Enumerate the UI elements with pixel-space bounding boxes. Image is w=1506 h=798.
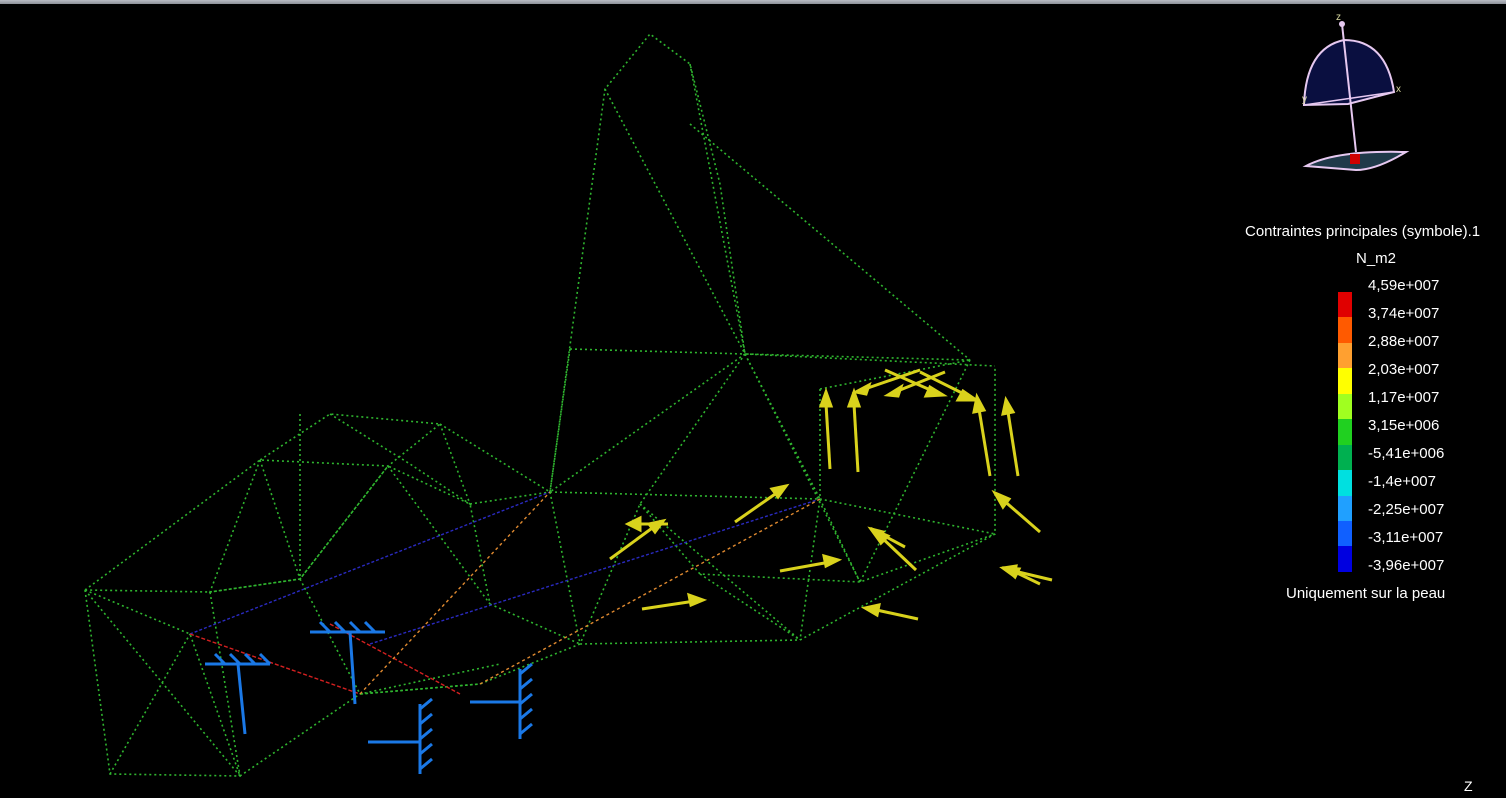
compass-x-label: x (1396, 84, 1401, 95)
legend-note: Uniquement sur la peau (1286, 585, 1446, 602)
scale-value-label: 3,74e+007 (1368, 305, 1440, 322)
compass-y-label: y (1302, 94, 1307, 105)
orientation-compass[interactable]: z x y (1296, 10, 1412, 176)
scale-value-label: -3,11e+007 (1368, 529, 1444, 546)
compass-handle[interactable] (1350, 154, 1360, 164)
scale-color-3 (1338, 368, 1352, 394)
legend-unit: N_m2 (1356, 250, 1397, 267)
scale-color-9 (1338, 520, 1352, 547)
colored-members (189, 491, 821, 695)
3d-viewport[interactable] (0, 4, 1506, 798)
scale-value-label: -2,25e+007 (1368, 501, 1445, 518)
scale-color-8 (1338, 495, 1352, 521)
load-arrows (609, 368, 1053, 621)
clamp-constraints (205, 620, 533, 774)
frame-model (84, 32, 1053, 777)
legend-title: Contraintes principales (symbole).1 (1245, 223, 1481, 240)
scale-color-6 (1338, 444, 1352, 471)
scale-color-10 (1338, 546, 1352, 572)
stress-legend: Contraintes principales (symbole).1 N_m2… (1230, 222, 1506, 612)
color-scale-bar (1338, 292, 1352, 572)
scale-color-4 (1338, 393, 1352, 420)
scale-value-label: 2,03e+007 (1368, 361, 1440, 378)
compass-z-axis (1341, 23, 1357, 153)
scale-color-2 (1338, 342, 1352, 369)
compass-widget[interactable]: z x y (1296, 10, 1412, 176)
window-top-strip (0, 0, 1506, 4)
scale-color-0 (1338, 292, 1352, 318)
scale-value-label: -5,41e+006 (1368, 445, 1445, 462)
scale-color-5 (1338, 419, 1352, 445)
corner-axis-label: Z (1464, 778, 1473, 794)
scale-value-label: 2,88e+007 (1368, 333, 1440, 350)
scale-color-7 (1338, 470, 1352, 496)
scale-color-1 (1338, 317, 1352, 343)
scale-value-label: -1,4e+007 (1368, 473, 1436, 490)
scale-value-label: 1,17e+007 (1368, 389, 1440, 406)
scale-value-label: -3,96e+007 (1368, 557, 1445, 574)
scale-value-label: 4,59e+007 (1368, 277, 1440, 294)
compass-z-dot (1339, 21, 1345, 27)
compass-z-label: z (1336, 12, 1341, 23)
scale-value-label: 3,15e+006 (1368, 417, 1440, 434)
compass-xy-line (1303, 91, 1395, 106)
